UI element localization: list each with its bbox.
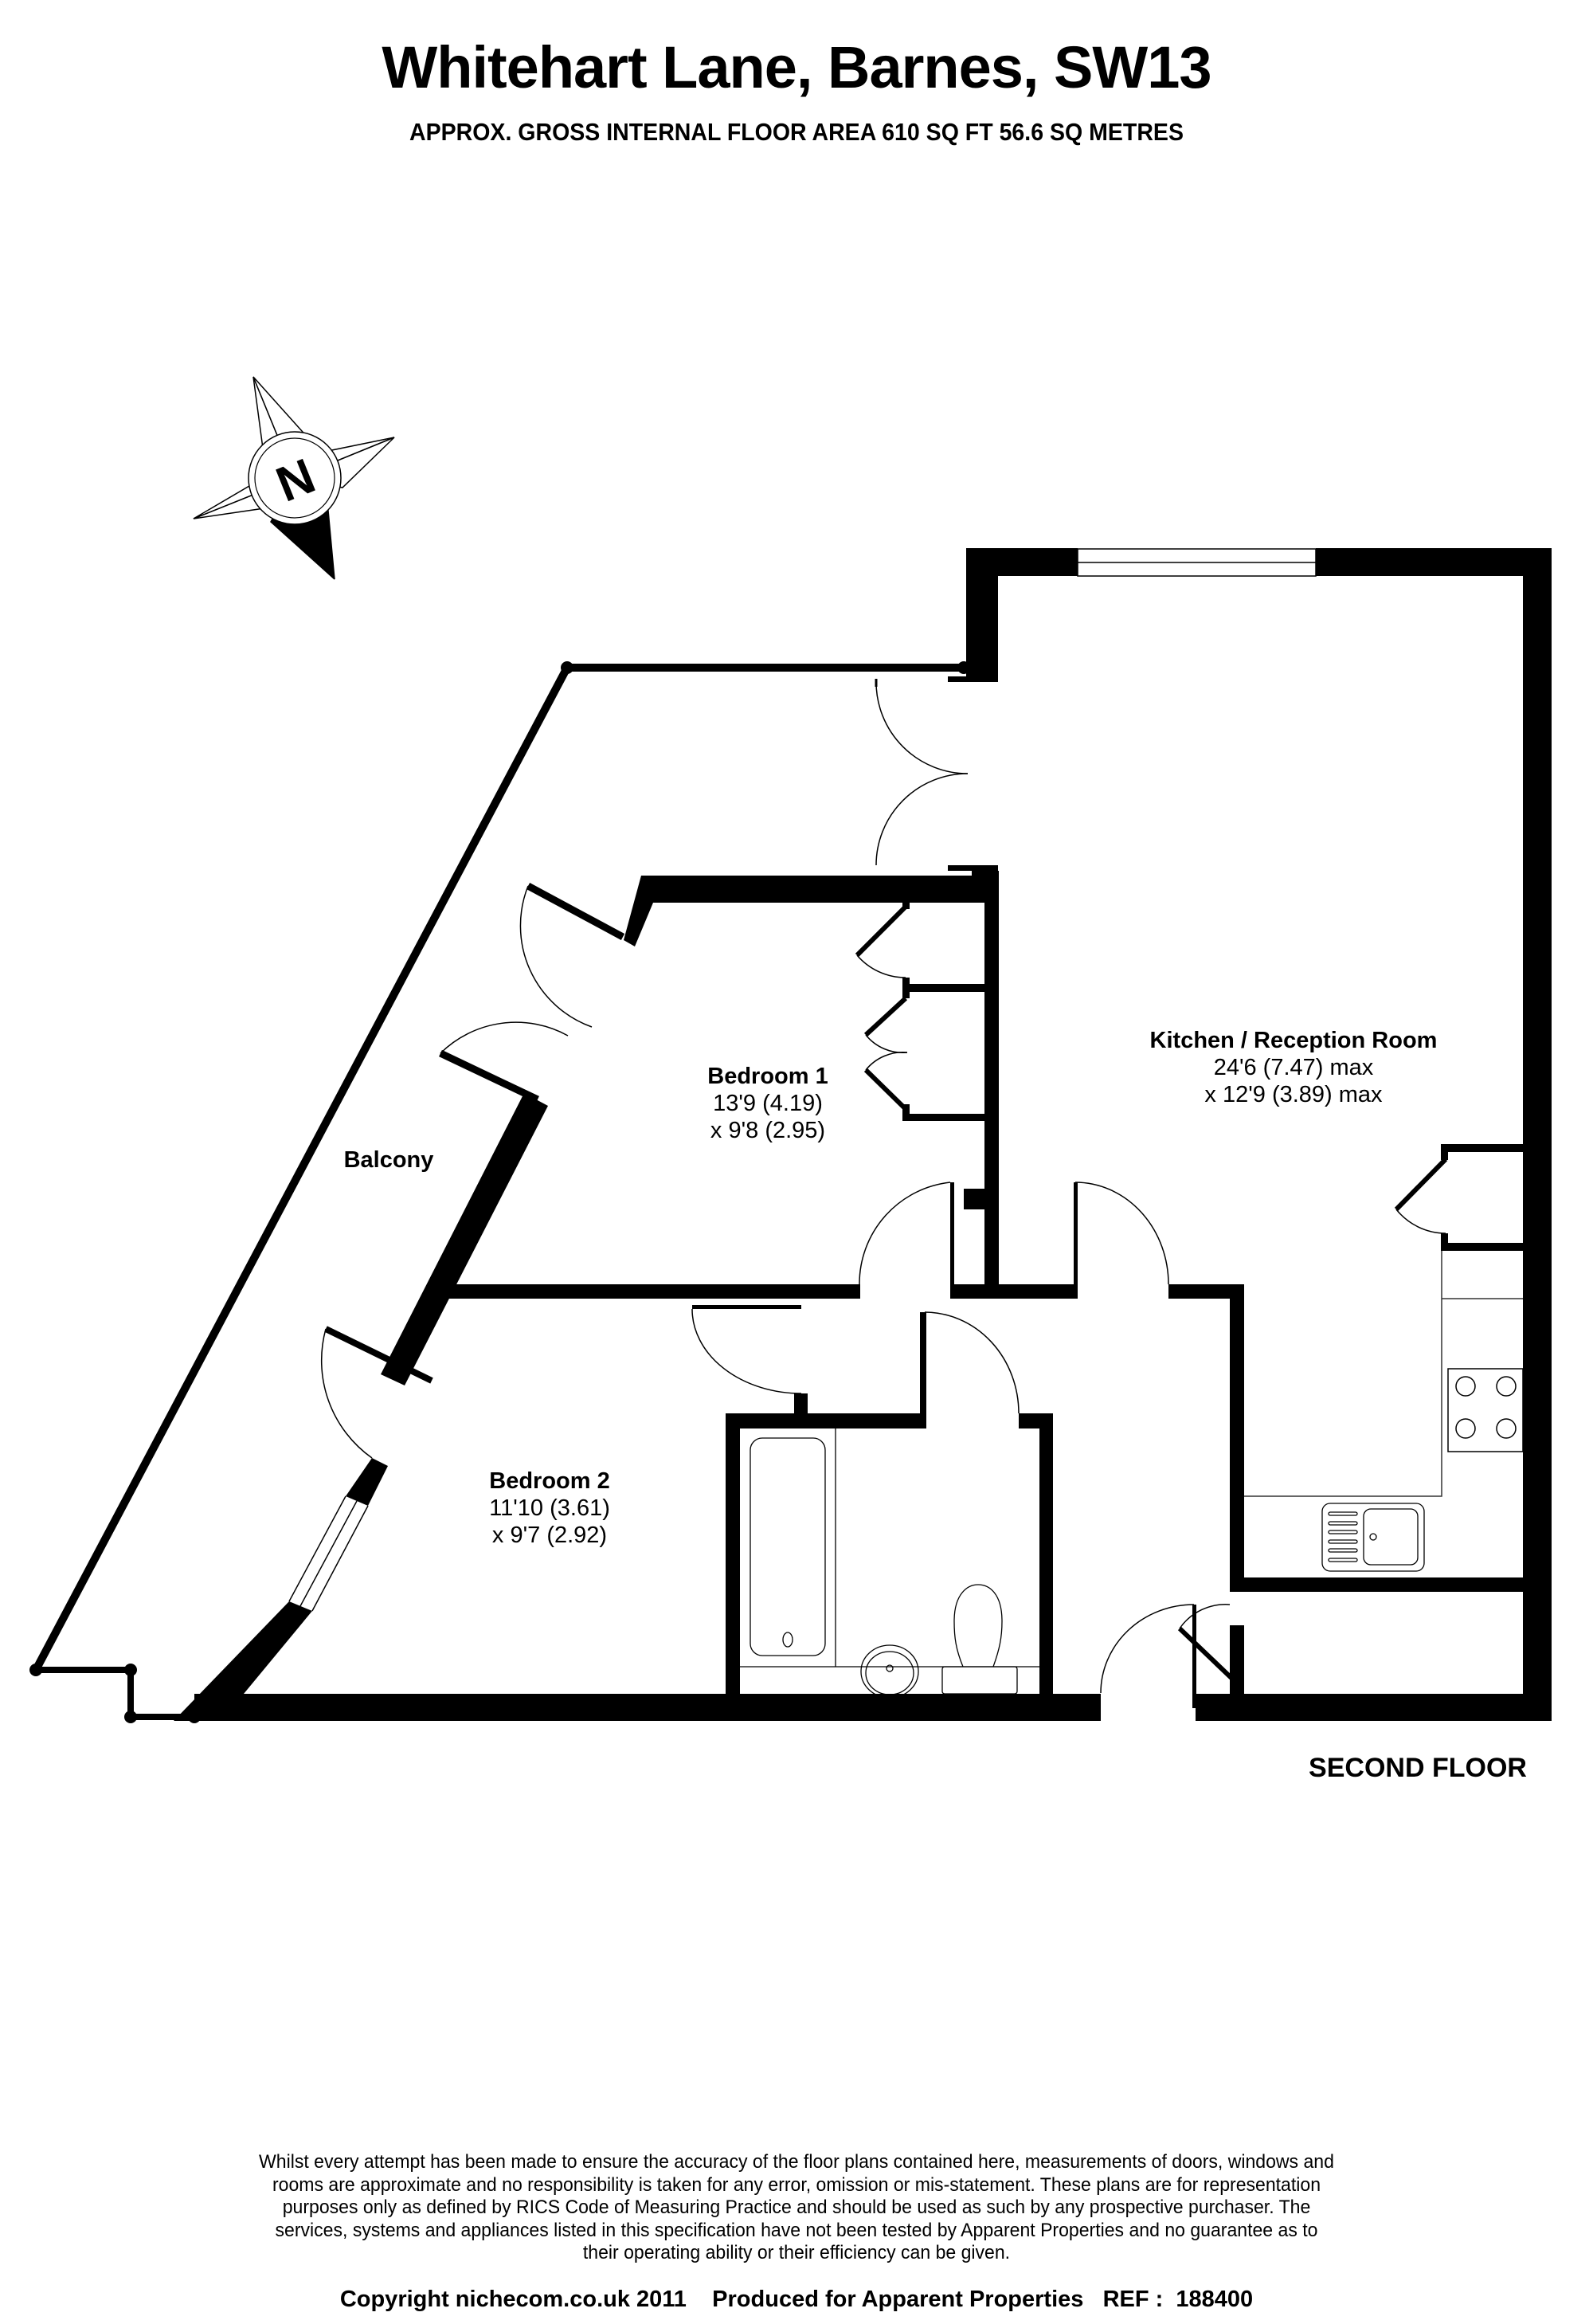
kitchen-worktop <box>1244 1251 1523 1497</box>
floor-label: SECOND FLOOR <box>1309 1753 1527 1783</box>
room-label-kitchen: Kitchen / Reception Room 24'6 (7.47) max… <box>1149 1028 1438 1107</box>
copyright-line: Copyright nichecom.co.uk 2011 Produced f… <box>339 2287 1254 2312</box>
disclaimer: Whilst every attempt has been made to en… <box>185 2151 1408 2265</box>
toilet-icon <box>941 1584 1018 1695</box>
disclaimer-line: Whilst every attempt has been made to en… <box>259 2151 1334 2173</box>
page-title: Whitehart Lane, Barnes, SW13 <box>382 34 1211 100</box>
bath-icon <box>740 1428 1039 1668</box>
window-kitchen <box>1077 548 1317 577</box>
doors <box>320 679 1448 1708</box>
washbasin-icon <box>860 1644 919 1699</box>
hob-icon <box>1447 1368 1524 1452</box>
room-label-bedroom-2: Bedroom 2 11'10 (3.61) x 9'7 (2.92) <box>489 1468 610 1548</box>
room-label-bedroom-1: Bedroom 1 13'9 (4.19) x 9'8 (2.95) <box>707 1064 828 1143</box>
walls <box>174 548 1552 1721</box>
window-bedroom-2 <box>288 1495 369 1612</box>
disclaimer-line: their operating ability or their efficie… <box>582 2242 1011 2263</box>
disclaimer-line: services, systems and appliances listed … <box>275 2219 1318 2241</box>
room-label-balcony: Balcony <box>343 1147 434 1173</box>
floor-area-subtitle: APPROX. GROSS INTERNAL FLOOR AREA 610 SQ… <box>409 118 1184 146</box>
north-arrow-icon: N <box>193 376 395 580</box>
balcony-railing <box>32 664 968 1720</box>
sink-icon <box>1321 1503 1425 1572</box>
disclaimer-line: rooms are approximate and no responsibil… <box>272 2173 1321 2196</box>
kitchen-cupboard-walls <box>1441 1144 1523 1251</box>
disclaimer-line: purposes only as defined by RICS Code of… <box>282 2197 1311 2218</box>
